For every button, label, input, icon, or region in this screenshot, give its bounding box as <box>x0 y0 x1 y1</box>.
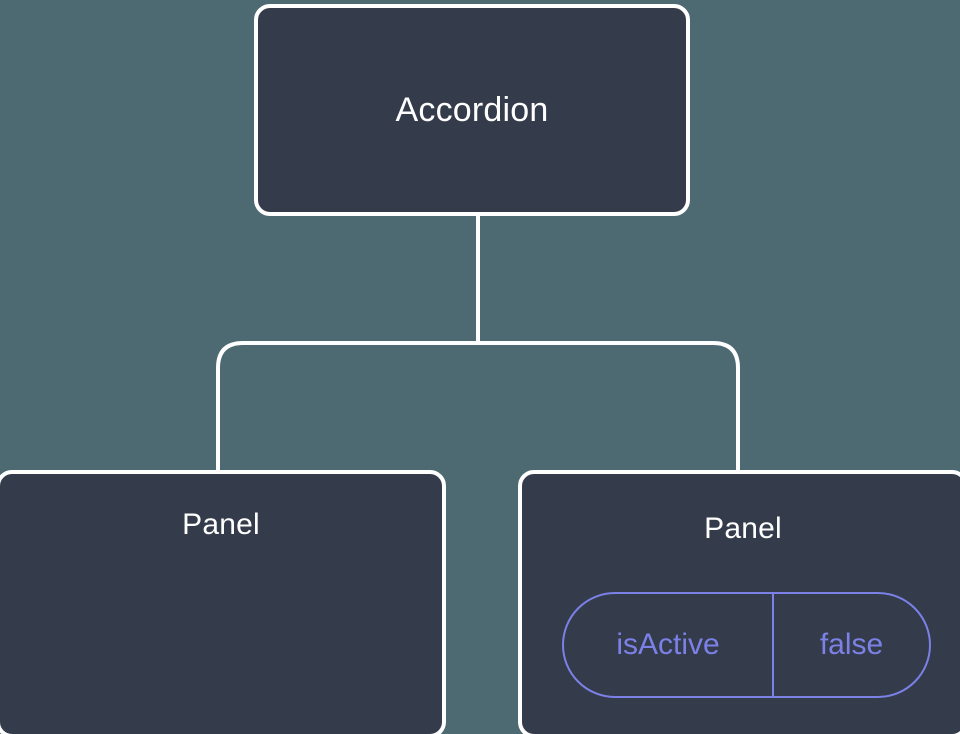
node-panel-inactive[interactable]: Panel isActive false <box>518 470 960 734</box>
node-panel-active-title: Panel <box>182 508 260 541</box>
prop-pill-isactive-false-wrap: isActive false <box>562 592 931 698</box>
node-accordion[interactable]: Accordion <box>254 4 690 216</box>
node-accordion-title: Accordion <box>395 91 549 129</box>
prop-pill-isactive-false[interactable]: isActive false <box>562 592 931 698</box>
prop-key-isactive: isActive <box>616 628 720 661</box>
node-panel-active[interactable]: Panel isActive true <box>0 470 446 734</box>
prop-divider <box>772 594 774 696</box>
prop-value-false: false <box>819 628 884 661</box>
node-panel-inactive-title: Panel <box>704 512 782 545</box>
edge-bus-bar <box>216 341 740 470</box>
